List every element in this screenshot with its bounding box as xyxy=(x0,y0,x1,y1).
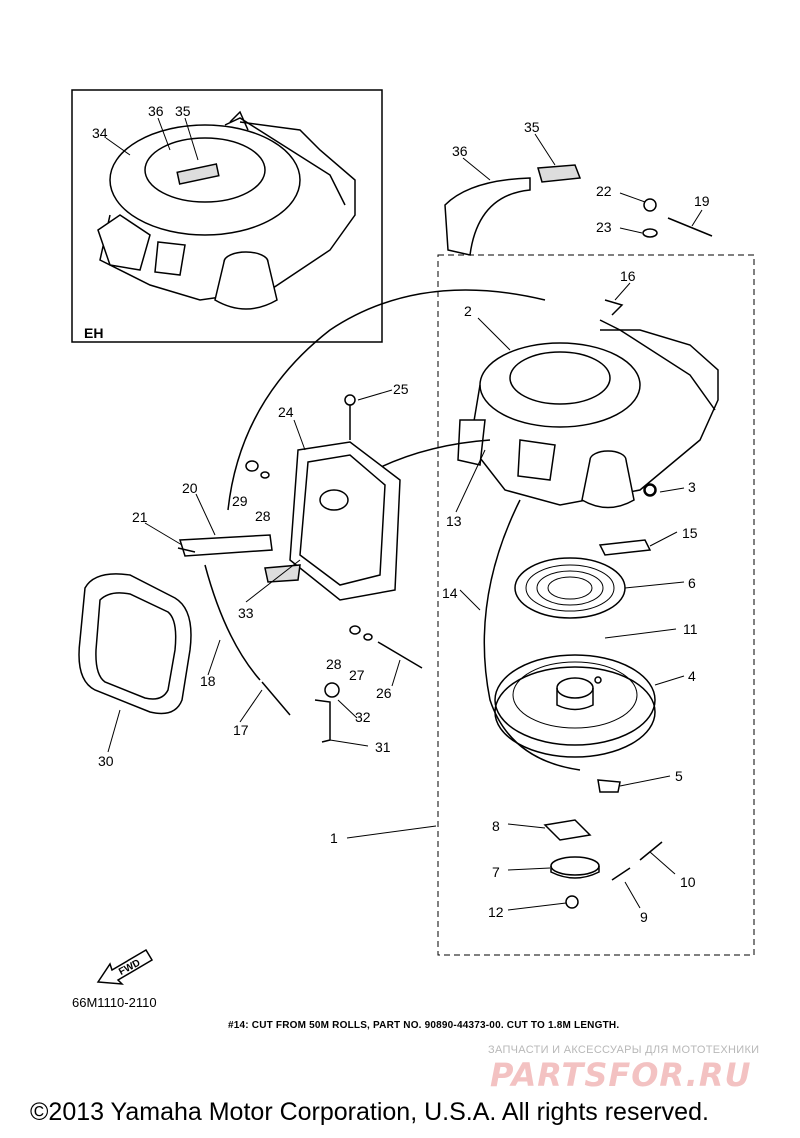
callout-34: 34 xyxy=(92,125,108,141)
fwd-arrow-icon: FWD xyxy=(96,948,154,985)
callout-22: 22 xyxy=(596,183,612,199)
callout-16: 16 xyxy=(620,268,636,284)
callout-15: 15 xyxy=(682,525,698,541)
grip-seal xyxy=(78,573,192,715)
bracket xyxy=(289,394,401,601)
callout-5: 5 xyxy=(675,768,683,784)
callout-33: 33 xyxy=(238,605,254,621)
callout-35-inset: 35 xyxy=(175,103,191,119)
bolt-12 xyxy=(565,895,579,909)
drive-cover xyxy=(550,856,600,876)
spiral-spring xyxy=(514,557,626,619)
callout-35: 35 xyxy=(524,119,540,135)
rope-cut-note: #14: CUT FROM 50M ROLLS, PART NO. 90890-… xyxy=(228,1020,620,1031)
spring-9 xyxy=(611,867,631,881)
fwd-label: FWD xyxy=(117,958,142,978)
copyright-notice: ©2013 Yamaha Motor Corporation, U.S.A. A… xyxy=(30,1098,709,1126)
callout-2: 2 xyxy=(464,303,472,319)
callout-27: 27 xyxy=(349,667,365,683)
callout-11: 11 xyxy=(683,621,698,637)
callout-numbers: 34 36 35 35 36 22 23 19 16 2 25 24 3 13 … xyxy=(92,103,710,925)
starter-housing xyxy=(457,319,719,509)
callout-17: 17 xyxy=(233,722,249,738)
inset-box xyxy=(71,89,383,343)
cable xyxy=(227,289,546,511)
callout-23: 23 xyxy=(596,219,612,235)
callout-12: 12 xyxy=(488,904,504,920)
callout-28-lower: 28 xyxy=(326,656,342,672)
callout-24: 24 xyxy=(278,404,294,420)
callout-14: 14 xyxy=(442,585,458,601)
label-35 xyxy=(537,164,582,183)
callout-8: 8 xyxy=(492,818,500,834)
callout-29: 29 xyxy=(232,493,248,509)
callout-7: 7 xyxy=(492,864,500,880)
callout-25: 25 xyxy=(393,381,409,397)
starter-rope xyxy=(483,499,581,771)
callout-1: 1 xyxy=(330,830,338,846)
pawl xyxy=(597,779,621,793)
callout-36-inset: 36 xyxy=(148,103,164,119)
leader-lines xyxy=(105,117,703,911)
spring-10 xyxy=(639,841,663,861)
diagram-code: 66M1110-2110 xyxy=(72,995,157,1010)
pulley xyxy=(494,654,656,758)
callout-28-upper: 28 xyxy=(255,508,271,524)
watermark-logo: PARTSFOR.RU xyxy=(490,1056,752,1094)
assembly-boundary xyxy=(437,254,755,956)
callout-21: 21 xyxy=(132,509,148,525)
callout-9: 9 xyxy=(640,909,648,925)
label-36 xyxy=(444,177,531,256)
callout-31: 31 xyxy=(375,739,391,755)
callout-19: 19 xyxy=(694,193,710,209)
lever xyxy=(178,534,273,557)
inset-label: EH xyxy=(84,325,104,341)
callout-18: 18 xyxy=(200,673,216,689)
callout-26: 26 xyxy=(376,685,392,701)
watermark-tagline: ЗАПЧАСТИ И АКСЕССУАРЫ ДЛЯ МОТОТЕХНИКИ xyxy=(488,1044,760,1056)
callout-30: 30 xyxy=(98,753,114,769)
callout-13: 13 xyxy=(446,513,462,529)
callout-20: 20 xyxy=(182,480,198,496)
callout-32: 32 xyxy=(355,709,371,725)
callout-6: 6 xyxy=(688,575,696,591)
callout-36: 36 xyxy=(452,143,468,159)
callout-10: 10 xyxy=(680,874,696,890)
callout-4: 4 xyxy=(688,668,696,684)
callout-3: 3 xyxy=(688,479,696,495)
plate xyxy=(543,819,592,841)
